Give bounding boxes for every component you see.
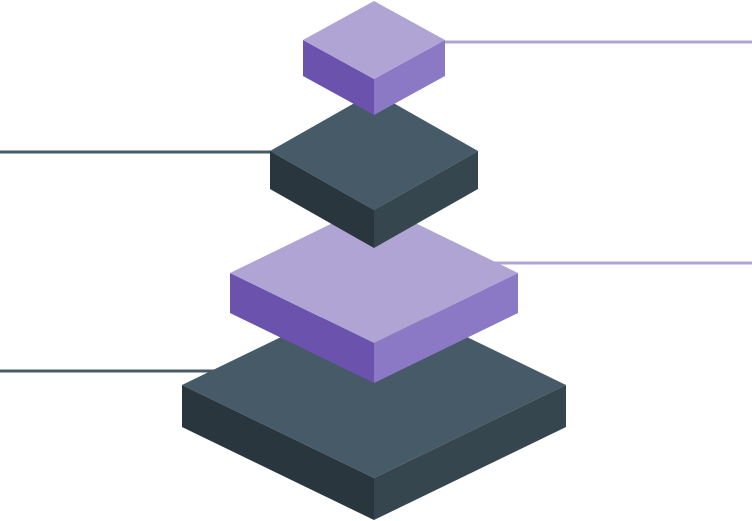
layer-3-top-face: [230, 203, 518, 343]
layer-3-block: [230, 203, 518, 383]
layer-3-left-face: [230, 273, 374, 383]
callout-lines: [0, 40, 752, 373]
layer-2-top-face: [270, 92, 478, 210]
pyramid-layers: [182, 1, 566, 520]
layer-4-right-face: [374, 385, 566, 520]
layer-2-left-face: [270, 151, 374, 248]
layer-4-top-face: [182, 292, 566, 478]
layer-1-top-face: [303, 1, 445, 79]
layer-2-block: [270, 92, 478, 248]
layer-2-right-face: [374, 151, 478, 248]
layer-3-right-face: [374, 273, 518, 383]
layer-4-block: [182, 292, 566, 520]
layer-4-left-face: [182, 385, 374, 520]
layer-1-block: [303, 1, 445, 115]
layer-1-right-face: [374, 40, 445, 115]
layer-1-left-face: [303, 40, 374, 115]
